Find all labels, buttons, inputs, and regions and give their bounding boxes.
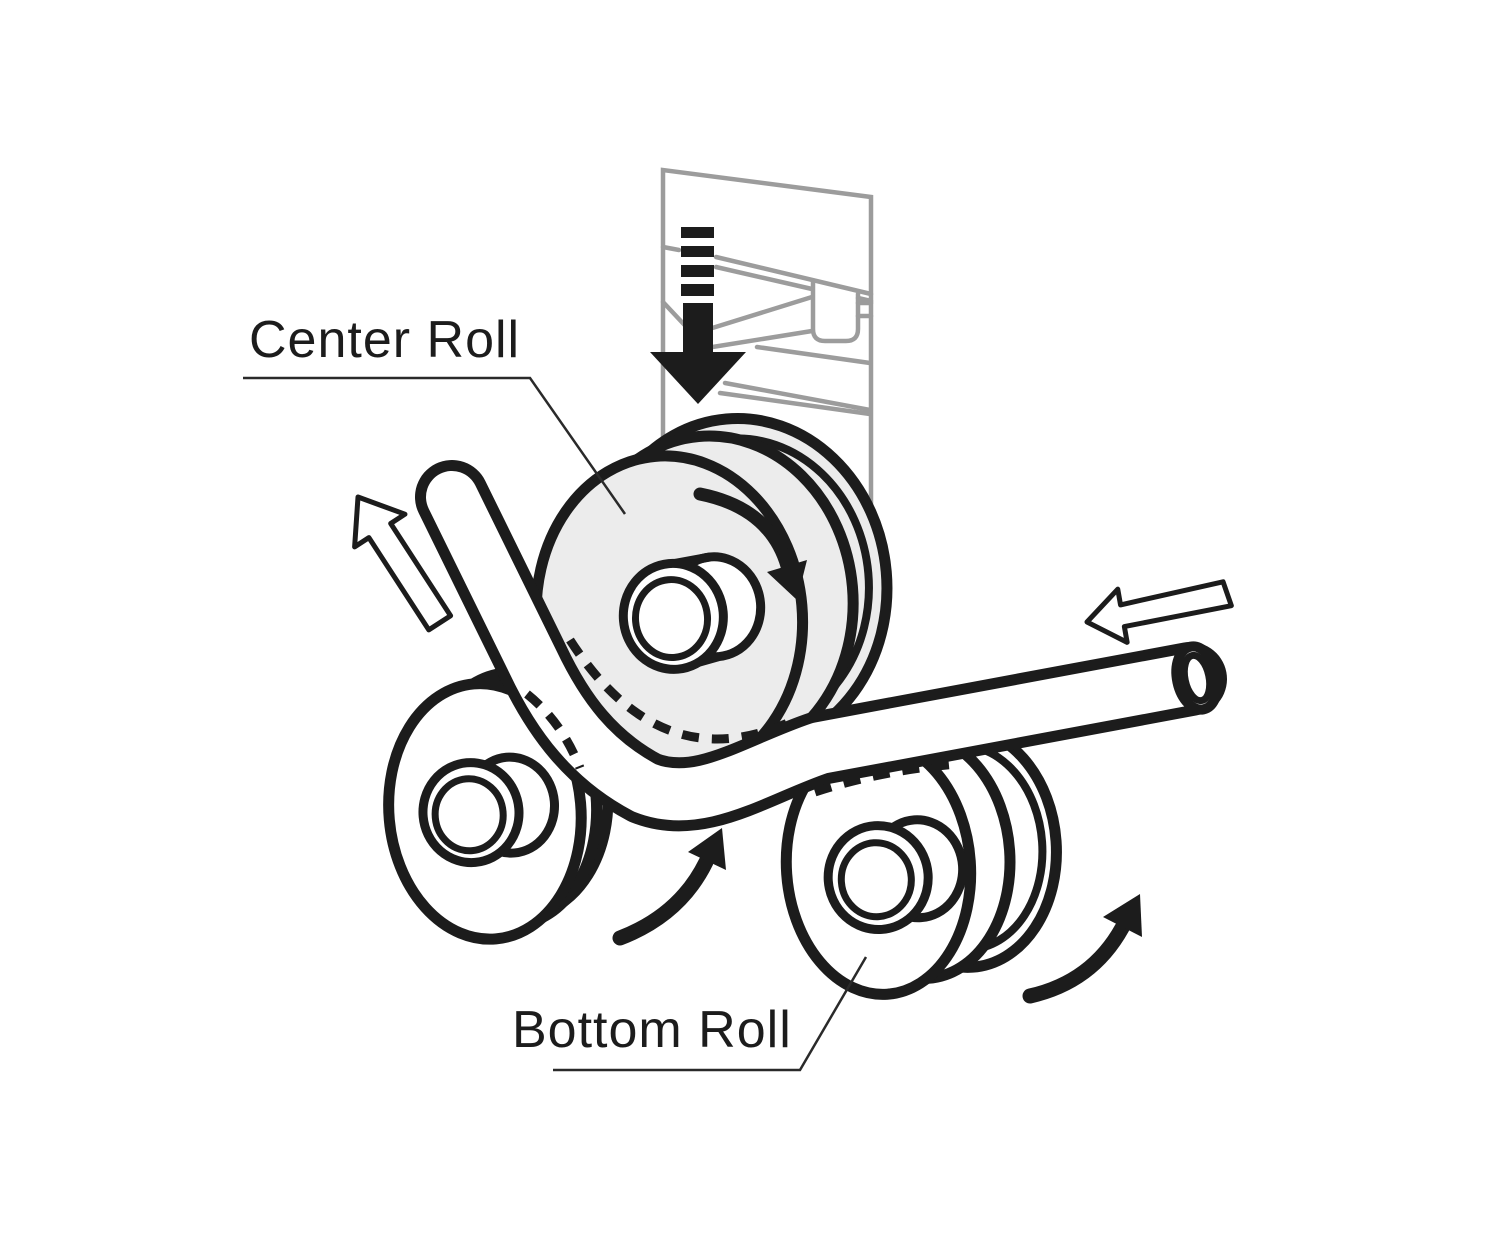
bottom-roll-right xyxy=(780,722,1062,1000)
pipe-mouth xyxy=(1171,641,1223,715)
bottom-roll-label: Bottom Roll xyxy=(512,1001,792,1059)
press-frame-bracket xyxy=(855,300,874,319)
bottom-roll-left-rotation-arrowhead xyxy=(688,828,726,870)
bottom-roll-leader-line xyxy=(553,956,868,1072)
bottom-roll-left-groove-dashes xyxy=(524,690,585,770)
direction-arrows xyxy=(352,494,1234,645)
press-frame-table-line-3 xyxy=(717,390,873,417)
press-frame-rail-top xyxy=(713,254,874,297)
pipe-body xyxy=(426,471,1216,821)
pipe-mouth-inner-ring xyxy=(1180,651,1214,705)
down-arrow-dash-1 xyxy=(681,227,714,238)
center-roll-label: Center Roll xyxy=(249,311,521,369)
center-roll xyxy=(530,413,893,784)
down-arrow-head xyxy=(650,352,746,404)
press-frame-rail-stub xyxy=(660,244,682,253)
press-frame-table-line-2 xyxy=(722,380,873,413)
bottom-roll-right-rotation-arc xyxy=(1022,920,1130,1004)
pipe xyxy=(415,460,1227,832)
down-arrow-shaft xyxy=(683,303,713,354)
center-roll-rotation-arc xyxy=(693,487,794,573)
down-arrow-dash-2 xyxy=(681,246,714,257)
down-arrow-dash-3 xyxy=(681,265,714,277)
bottom-roll-left-bore-inner xyxy=(431,775,507,855)
groove-dashed-lines xyxy=(524,637,959,797)
press-frame-cylinder xyxy=(810,278,861,344)
center-roll-rotation-arrowhead xyxy=(767,560,807,600)
down-arrow-dash-4 xyxy=(681,284,714,296)
press-frame-table-line-1 xyxy=(754,344,873,366)
press-force-arrow xyxy=(650,227,746,404)
press-frame-outline xyxy=(660,167,874,615)
pipe-feed-arrow xyxy=(1084,579,1234,645)
center-roll-leader-line xyxy=(243,376,627,515)
leader-lines xyxy=(243,376,868,1072)
press-frame-rail-bottom xyxy=(713,264,815,292)
press-frame-guide-lower xyxy=(697,328,815,352)
center-roll-groove-dashes xyxy=(566,637,792,744)
bottom-roll-rotation-arrows xyxy=(612,828,1142,1004)
center-roll-bore-inner xyxy=(631,576,712,662)
bottom-roll-right-rotation-arrowhead xyxy=(1103,894,1142,937)
bottom-roll-left-rotation-arc xyxy=(612,854,714,946)
pipe-exit-arrow xyxy=(352,494,454,633)
bottom-roll-right-bore-inner xyxy=(837,839,915,921)
center-roll-rotation-arrow xyxy=(693,487,807,600)
bottom-roll-right-groove-dashes xyxy=(813,759,959,797)
